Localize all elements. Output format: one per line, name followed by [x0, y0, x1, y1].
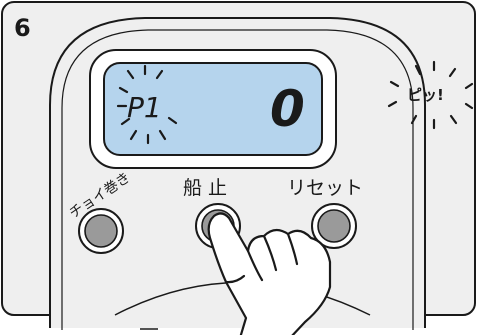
beep-text: ピッ! — [407, 86, 444, 104]
lcd-value: 0 — [270, 80, 305, 138]
step-number: 6 — [14, 14, 31, 42]
blink-rays-icon — [116, 64, 178, 145]
funadome-label: 船 止 — [183, 177, 227, 199]
reset-button[interactable] — [317, 209, 351, 243]
device-inner-edge — [61, 29, 414, 330]
choi-maki-button[interactable] — [84, 214, 118, 248]
reset-label: リセット — [287, 177, 363, 199]
beep-rays-icon — [387, 60, 474, 130]
lcd-program-label: P1 — [127, 91, 162, 124]
lcd-screen — [103, 62, 323, 156]
pointing-hand-icon — [207, 212, 332, 335]
